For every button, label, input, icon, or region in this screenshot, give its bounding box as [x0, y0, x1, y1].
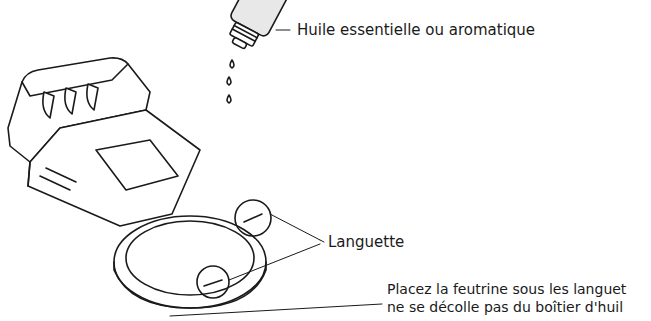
oil-label: Huile essentielle ou aromatique [296, 21, 536, 39]
oil-drops [227, 60, 234, 103]
leader-lines [170, 30, 382, 316]
tab-highlight [197, 200, 271, 298]
oil-bottle [220, 0, 294, 56]
tab-label: Languette [327, 233, 405, 251]
instruction-note: ne se décolle pas du boîtier d'huil [386, 298, 624, 316]
oil-tray [8, 58, 266, 308]
instruction-note: Placez la feutrine sous les languet [386, 280, 627, 298]
